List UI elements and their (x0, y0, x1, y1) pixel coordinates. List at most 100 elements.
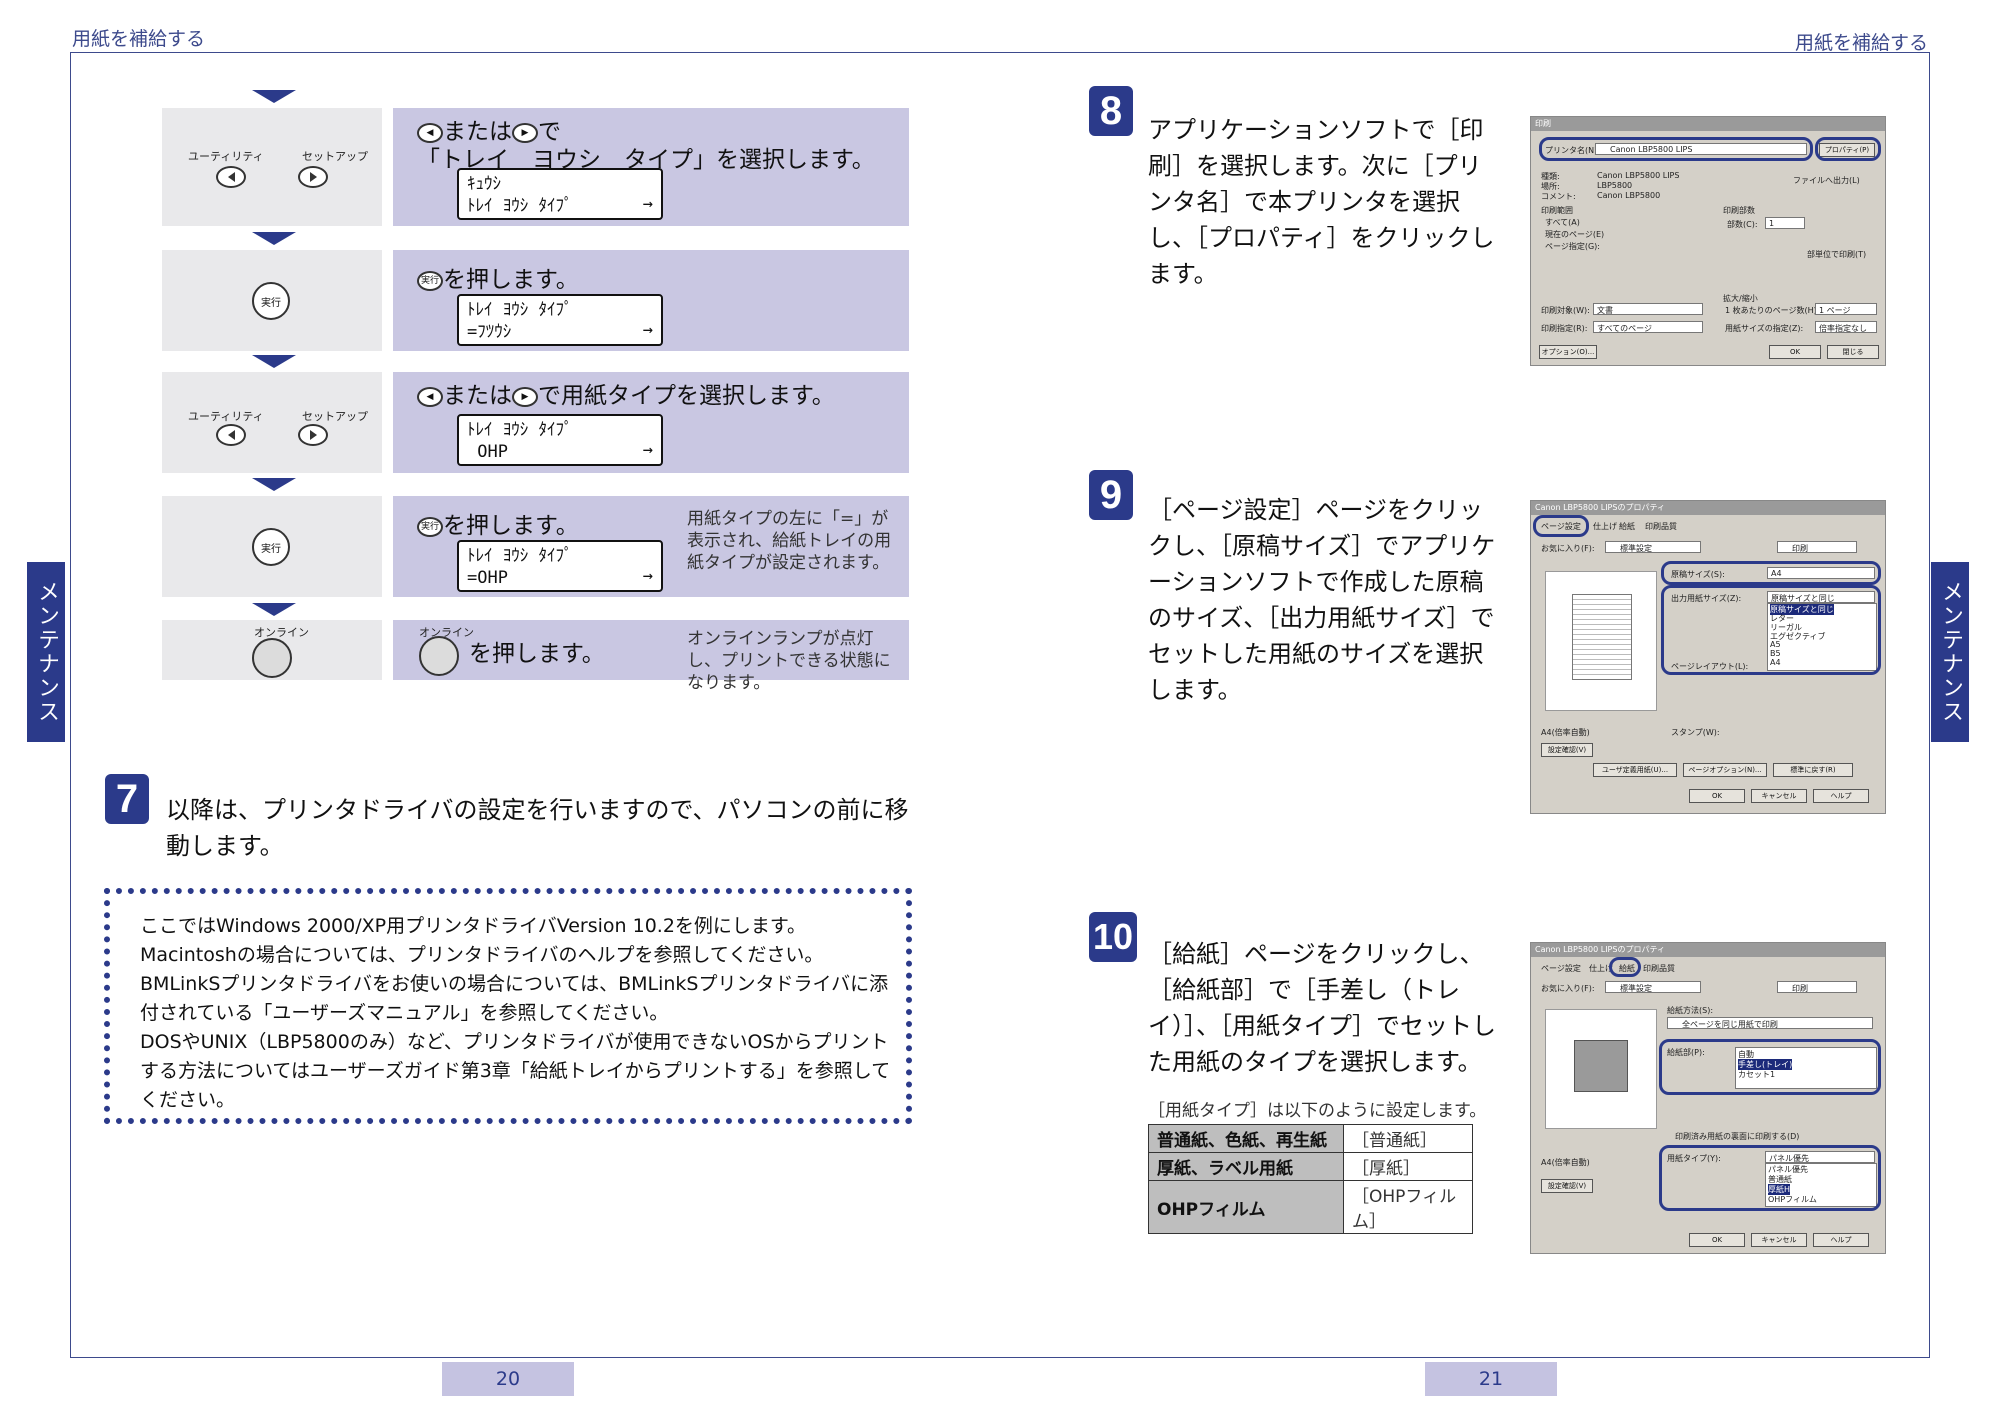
lcd-line-1: ﾄﾚｲ ﾖｳｼ ﾀｲﾌﾟ (467, 546, 573, 566)
step-number: 7 (105, 774, 149, 824)
dialog-tab: ページ設定 (1541, 522, 1581, 531)
setup-label: セットアップ (302, 410, 368, 423)
right-arrow-icon (309, 172, 317, 182)
highlight-oval (1661, 585, 1881, 675)
instruction-line: 実行を押します。 (417, 260, 579, 294)
cancel-button: キャンセル (1751, 1233, 1807, 1247)
notice-line: Macintoshの場合については、プリンタドライバのヘルプを参照してください。 (140, 944, 824, 966)
dialog-label: 用紙サイズの指定(Z): (1725, 324, 1804, 333)
print-select: すべてのページ (1593, 321, 1703, 333)
notice-text: ここではWindows 2000/XP用プリンタドライバVersion 10.2… (140, 912, 900, 1115)
left-button-icon: ◀ (417, 122, 443, 143)
setup-button (298, 166, 328, 188)
setting-cell: ［厚紙］ (1343, 1152, 1473, 1181)
dialog-checkbox: 部単位で印刷(T) (1807, 250, 1867, 259)
instruction-text: を押します。 (469, 641, 605, 667)
dialog-value: 文書 (1597, 306, 1613, 315)
left-arrow-icon (227, 172, 235, 182)
pages-per-sheet-select: 1 ページ (1815, 303, 1877, 315)
list-option: A5 (1770, 640, 1781, 649)
lcd-arrow: → (642, 194, 653, 214)
favorites-select: 標準設定 (1605, 981, 1701, 993)
output-select: 印刷 (1777, 541, 1857, 553)
utility-label: ユーティリティ (188, 150, 264, 163)
source-list: 自動 手差し(トレイ) カセット1 (1735, 1047, 1877, 1089)
printer-preview (1545, 1009, 1657, 1129)
notice-line: DOSやUNIX（LBP5800のみ）など、プリンタドライバが使用できないOSか… (140, 1031, 891, 1111)
highlight-oval (1533, 515, 1589, 537)
lcd-display: ﾄﾚｲ ﾖｳｼ ﾀｲﾌﾟ OHP → (457, 414, 663, 466)
instruction-line: ◀または▶で用紙タイプを選択します。 (417, 376, 835, 410)
dialog-label: お気に入り(F): (1541, 984, 1595, 993)
ok-button: OK (1769, 345, 1821, 359)
instruction-text: で用紙タイプを選択します。 (538, 383, 835, 409)
cancel-button: キャンセル (1751, 789, 1807, 803)
execute-button: 実行 (252, 282, 290, 320)
dialog-label: お気に入り(F): (1541, 544, 1595, 553)
dialog-label: 場所: (1541, 182, 1560, 191)
lcd-line-2: OHP (467, 442, 508, 462)
copies-value: 1 (1769, 219, 1775, 228)
list-option: 厚紙H (1768, 1184, 1791, 1195)
list-option: パネル優先 (1768, 1165, 1808, 1174)
panel-cell-4: 実行 (162, 496, 382, 597)
instruction-cell-4: 実行を押します。 ﾄﾚｲ ﾖｳｼ ﾀｲﾌﾟ =OHP → 用紙タイプの左に「=」… (393, 496, 909, 597)
instruction-text: で (538, 119, 561, 145)
instruction-cell-3: ◀または▶で用紙タイプを選択します。 ﾄﾚｲ ﾖｳｼ ﾀｲﾌﾟ OHP → (393, 372, 909, 473)
utility-button (216, 166, 246, 188)
dialog-label: 印刷指定(R): (1541, 324, 1588, 333)
settings-button: 設定確認(V) (1541, 743, 1593, 757)
dialog-group-label: 印刷範囲 (1541, 206, 1573, 215)
output-size-list: 原稿サイズと同じ レター リーガル エグゼクティブ A5 B5 A4 (1767, 603, 1877, 671)
paper-source-dialog-screenshot: Canon LBP5800 LIPSのプロパティ ページ設定 仕上げ 給紙 印刷… (1530, 942, 1886, 1254)
step-number: 9 (1089, 470, 1133, 520)
lcd-display: ｷｭｳｼ ﾄﾚｲ ﾖｳｼ ﾀｲﾌﾟ → (457, 168, 663, 220)
list-option: エグゼクティブ (1770, 632, 1826, 641)
dialog-value: パネル優先 (1769, 1154, 1809, 1163)
page-preview (1545, 571, 1657, 711)
dialog-label: 1 枚あたりのページ数(H): (1725, 306, 1820, 315)
instruction-text: を押します。 (443, 267, 579, 293)
lcd-line-2: =OHP (467, 568, 508, 588)
flow-arrow (252, 603, 296, 616)
dialog-tab: 印刷品質 (1645, 522, 1677, 531)
paper-type-list: パネル優先 普通紙 厚紙H OHPフィルム (1765, 1163, 1877, 1207)
dialog-tab: 給紙 (1619, 964, 1635, 973)
flow-arrow (252, 478, 296, 491)
dialog-value: Canon LBP5800 LIPS (1597, 171, 1680, 180)
dialog-value: すべてのページ (1597, 324, 1652, 333)
ok-button: OK (1689, 1233, 1745, 1247)
dialog-label: 印刷対象(W): (1541, 306, 1590, 315)
notice-box: ここではWindows 2000/XP用プリンタドライバVersion 10.2… (104, 888, 912, 1124)
dialog-radio: 現在のページ(E) (1545, 230, 1605, 239)
ok-button: OK (1689, 789, 1745, 803)
list-option: 普通紙 (1768, 1175, 1792, 1184)
output-size-select: 原稿サイズと同じ (1767, 591, 1875, 603)
restore-button: 標準に戻す(R) (1773, 763, 1853, 777)
dialog-value: 印刷 (1792, 544, 1808, 553)
side-tab-left: メンテナンス (27, 562, 65, 742)
dialog-label: 出力用紙サイズ(Z): (1671, 594, 1742, 603)
dialog-group-label: 印刷部数 (1723, 206, 1755, 215)
header-left-title: 用紙を補給する (72, 28, 206, 50)
instruction-cell-2: 実行を押します。 ﾄﾚｲ ﾖｳｼ ﾀｲﾌﾟ =ﾌﾂｳｼ → (393, 250, 909, 351)
page-frame (70, 52, 1930, 1358)
list-option: 自動 (1738, 1050, 1754, 1059)
right-button-icon: ▶ (512, 122, 538, 143)
dialog-value: 標準設定 (1620, 984, 1652, 993)
dialog-tab: 仕上げ (1593, 522, 1617, 531)
dialog-value: 原稿サイズと同じ (1771, 594, 1835, 603)
paper-type-table: 普通紙、色紙、再生紙［普通紙］ 厚紙、ラベル用紙［厚紙］ OHPフィルム［OHP… (1148, 1124, 1473, 1234)
highlight-oval (1609, 957, 1641, 977)
flow-arrow (252, 355, 296, 368)
step-text: 以降は、プリンタドライバの設定を行いますので、パソコンの前に移動します。 (166, 796, 909, 860)
help-button: ヘルプ (1813, 789, 1869, 803)
lcd-line-2: =ﾌﾂｳｼ (467, 322, 512, 342)
paper-cell: 普通紙、色紙、再生紙 (1148, 1124, 1344, 1153)
printer-select: Canon LBP5800 LIPS (1595, 143, 1807, 155)
highlight-oval (1539, 137, 1813, 161)
paper-cell: 厚紙、ラベル用紙 (1148, 1152, 1344, 1181)
dialog-tab: 印刷品質 (1643, 964, 1675, 973)
instruction-line: 実行を押します。 (417, 506, 579, 540)
instruction-text: または (443, 119, 512, 145)
